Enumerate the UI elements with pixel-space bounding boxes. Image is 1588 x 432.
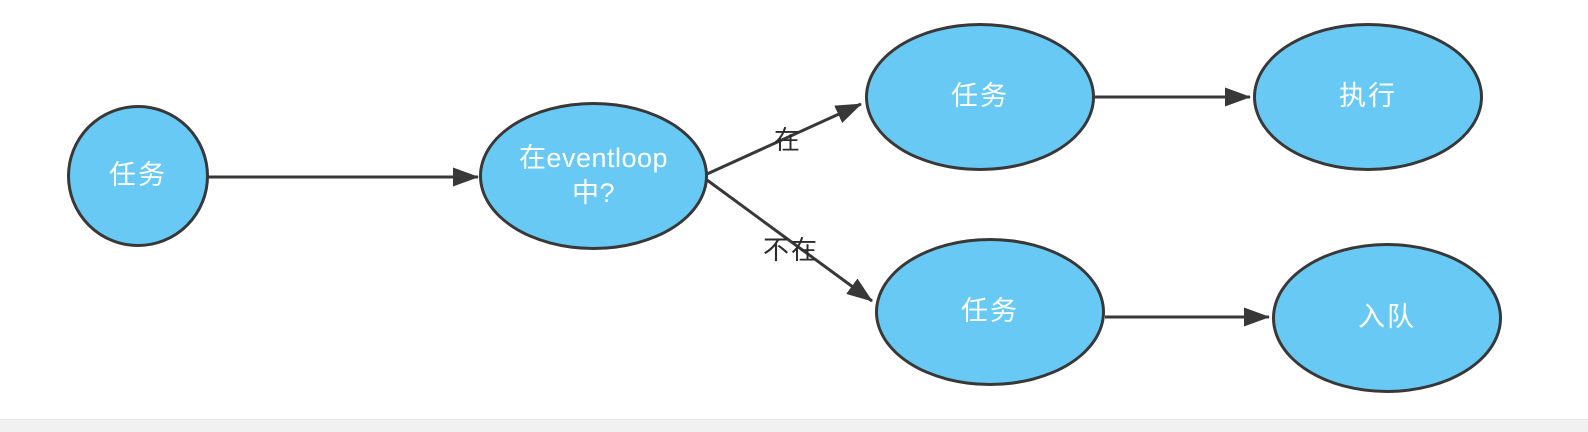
- node-task-top: 任务: [865, 23, 1095, 171]
- page-footer-strip: [0, 419, 1588, 432]
- node-execute-label: 执行: [1339, 81, 1397, 112]
- node-enqueue: 入队: [1272, 243, 1502, 393]
- edge-label-not-in: 不在: [762, 235, 819, 265]
- node-task-bottom-label: 任务: [961, 296, 1019, 327]
- node-enqueue-label: 入队: [1358, 302, 1416, 333]
- edge-label-in: 在: [773, 125, 802, 155]
- node-task-start-label: 任务: [109, 160, 167, 191]
- node-task-top-label: 任务: [951, 81, 1009, 112]
- node-eventloop-decision-label: 在eventloop中?: [518, 142, 669, 208]
- node-eventloop-decision: 在eventloop中?: [479, 102, 708, 250]
- node-task-bottom: 任务: [875, 238, 1105, 386]
- node-execute: 执行: [1253, 23, 1483, 171]
- node-task-start: 任务: [67, 105, 209, 247]
